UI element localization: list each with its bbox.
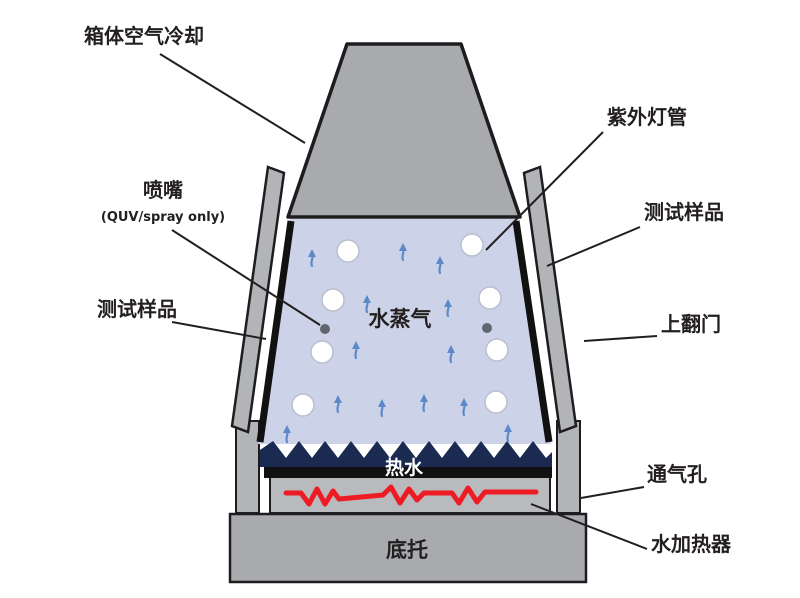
leader-line — [171, 229, 321, 326]
chamber-interior — [258, 219, 551, 444]
water-heater-label: 水加热器 — [651, 532, 732, 556]
sample-left-label: 测试样品 — [97, 297, 177, 321]
leader-line — [580, 486, 645, 499]
base-label: 底托 — [386, 538, 428, 562]
door-label: 上翻门 — [661, 312, 721, 336]
lamp-circle — [291, 393, 315, 417]
lamp-circle — [321, 288, 345, 312]
lamp-circle — [336, 239, 360, 263]
nozzle-dot — [320, 324, 330, 334]
callout-door: 上翻门 — [583, 312, 721, 342]
left-door-panel — [230, 165, 286, 434]
right-chamber-wall — [512, 220, 553, 443]
nozzle-note-label: (QUV/spray only) — [101, 210, 225, 225]
right-vent-column — [556, 420, 581, 514]
hot-water-label: 热水 — [385, 456, 424, 479]
water-pan — [269, 476, 551, 514]
hot-water — [260, 441, 552, 467]
heater-coil — [283, 484, 539, 507]
callout-water-heater: 水加热器 — [530, 503, 732, 556]
nozzle-label: 喷嘴 — [143, 178, 183, 202]
callout-vent: 通气孔 — [580, 462, 707, 499]
air-cooling-label: 箱体空气冷却 — [84, 24, 204, 48]
leader-line — [171, 321, 267, 340]
vent-label: 通气孔 — [647, 462, 707, 486]
lamp-circle — [460, 233, 484, 257]
lamp-circle — [484, 390, 508, 414]
leader-line — [485, 131, 604, 251]
lamp-circle — [485, 338, 509, 362]
lamp-hood — [286, 42, 522, 219]
callout-uv-lamp: 紫外灯管 — [485, 105, 687, 251]
nozzle-dot — [482, 323, 492, 333]
lamp-circle — [478, 286, 502, 310]
leader-line — [530, 503, 648, 550]
sample-right-label: 测试样品 — [644, 200, 724, 224]
leader-line — [546, 226, 641, 267]
left-vent-column — [235, 420, 260, 514]
leader-line — [583, 335, 658, 342]
uv-lamp-label: 紫外灯管 — [607, 105, 687, 129]
lamp-circle — [310, 340, 334, 364]
callout-air-cooling: 箱体空气冷却 — [84, 24, 306, 144]
water-vapor-label: 水蒸气 — [369, 307, 432, 331]
callout-sample-left: 测试样品 — [97, 297, 267, 340]
callout-sample-right: 测试样品 — [546, 200, 724, 267]
leader-line — [159, 53, 306, 144]
right-door-panel — [522, 165, 578, 434]
tray-bar — [264, 467, 552, 478]
callout-nozzle: 喷嘴 (QUV/spray only) — [101, 178, 321, 326]
base-block — [228, 512, 588, 584]
left-chamber-wall — [256, 220, 295, 443]
